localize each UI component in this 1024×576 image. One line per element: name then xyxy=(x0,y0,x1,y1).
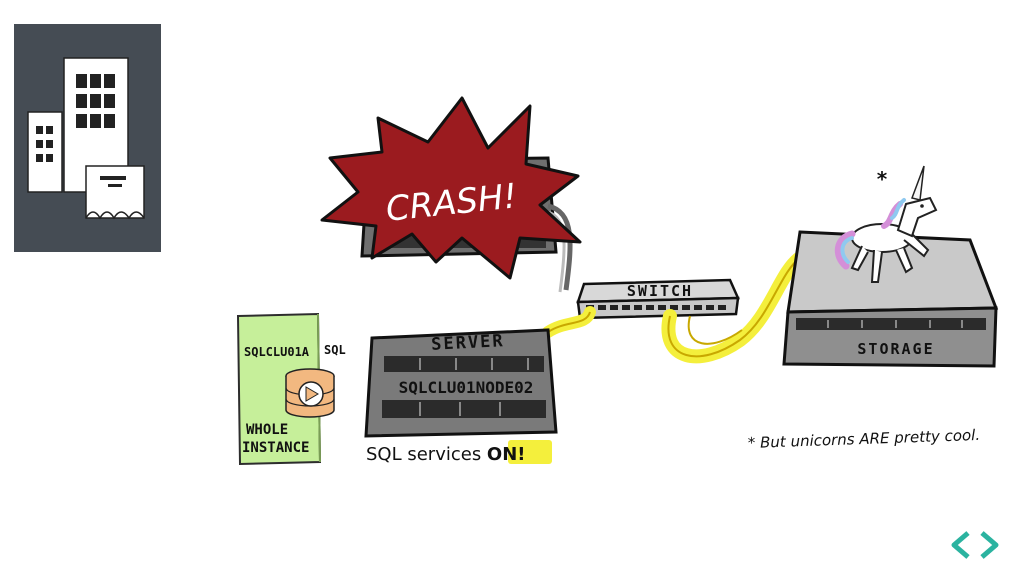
slide-navigation xyxy=(946,528,1006,562)
instance-line1: WHOLE xyxy=(246,422,288,438)
unicorn-asterisk: * xyxy=(876,167,888,191)
server-name: SQLCLU01NODE02 xyxy=(399,378,534,397)
switch-label: SWITCH xyxy=(627,282,693,300)
footnote: * But unicorns ARE pretty cool. xyxy=(748,426,981,452)
sql-instance: SQLCLU01A SQL WHOLE INSTANCE xyxy=(236,312,346,466)
storage-label: STORAGE xyxy=(857,340,934,358)
server-label: SERVER xyxy=(431,331,505,355)
database-play-icon xyxy=(285,368,335,418)
building-logo-panel xyxy=(14,24,161,252)
services-status-highlight xyxy=(508,440,552,464)
svg-text:SQL services ON!: SQL services ON! xyxy=(366,444,526,465)
active-cables xyxy=(542,251,807,364)
next-arrow-icon[interactable] xyxy=(980,531,999,559)
prev-arrow-icon[interactable] xyxy=(951,531,970,559)
sql-tag: SQL xyxy=(324,343,346,357)
unicorn-icon: * xyxy=(834,165,938,283)
services-prefix: SQL services xyxy=(366,444,487,465)
building-logo-icon xyxy=(27,57,145,220)
instance-line2: INSTANCE xyxy=(242,440,309,456)
cluster-name: SQLCLU01A xyxy=(244,345,310,359)
services-status: ON! xyxy=(487,444,526,465)
crash-burst xyxy=(320,96,582,280)
active-server: SERVER SQLCLU01NODE02 xyxy=(364,328,558,438)
network-switch: SWITCH xyxy=(576,278,740,320)
